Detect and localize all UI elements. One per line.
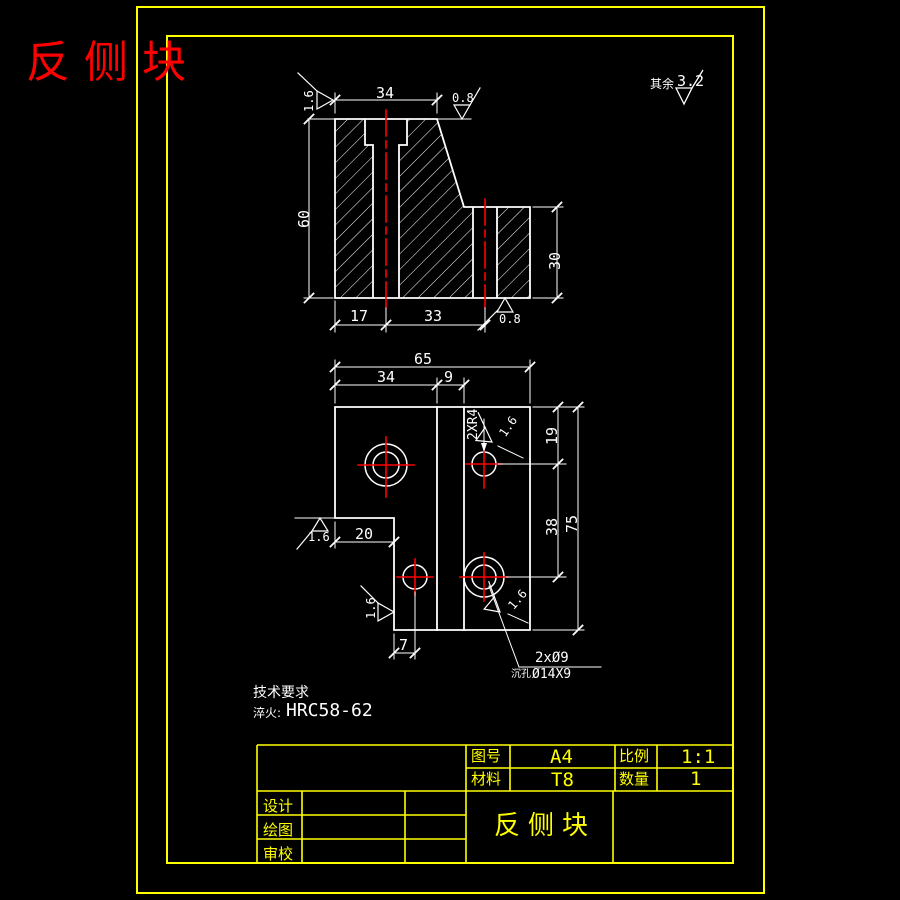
tech-req-prefix: 淬火: (253, 706, 282, 720)
dim-plan-left-width: 34 (377, 368, 396, 386)
dim-plan-hole-offset: 7 (399, 636, 409, 654)
plan-dim-lines (334, 359, 585, 660)
material-label: 材料 (471, 770, 502, 788)
dim-section-bottom-left: 17 (350, 307, 369, 325)
note-counterbore-prefix: 沉孔 (511, 669, 531, 680)
dim-plan-total-width: 65 (414, 350, 433, 368)
drawing-no-value: A4 (550, 746, 573, 768)
page-title: 反侧块 (26, 37, 200, 88)
material-value: T8 (551, 769, 574, 791)
note-radius-holes: 2XR4 (466, 408, 481, 440)
finish-section-top-left: 1.6 (302, 90, 316, 112)
part-name: 反侧块 (494, 811, 597, 841)
section-view (297, 72, 564, 333)
section-body-hatched (334, 118, 531, 299)
outer-frame (136, 6, 765, 894)
dim-section-top-width: 34 (376, 84, 395, 102)
note-counterbore-value: Ø14X9 (532, 667, 572, 682)
finish-left-edge: 1.6 (364, 597, 378, 619)
finish-step: 1.6 (308, 530, 330, 544)
plan-crosshairs (357, 436, 509, 602)
dim-section-bottom-right: 33 (424, 307, 443, 325)
dim-section-height: 60 (295, 209, 313, 228)
finish-section-bottom: 0.8 (499, 312, 521, 326)
general-finish-prefix: 其余 (650, 77, 675, 91)
quantity-value: 1 (690, 768, 702, 790)
tech-req-value: HRC58-62 (286, 700, 373, 721)
section-finish-symbols (297, 72, 515, 331)
dim-plan-mid-width: 9 (444, 368, 454, 386)
dim-plan-total-height: 75 (563, 514, 581, 533)
section-dim-ticks (303, 94, 563, 331)
dim-section-step-height: 30 (546, 251, 564, 270)
plan-view (294, 359, 602, 668)
scale-value: 1:1 (681, 746, 716, 768)
drawing-no-label: 图号 (471, 747, 502, 765)
scale-label: 比例 (619, 747, 650, 765)
dim-plan-hole-pitch: 38 (543, 517, 561, 536)
title-block-grid (256, 744, 733, 863)
inner-frame (166, 35, 734, 864)
finish-section-top-right: 0.8 (452, 91, 474, 105)
general-finish-value: 3.2 (677, 72, 705, 90)
section-centerlines (385, 109, 486, 309)
drafter-label: 绘图 (263, 821, 294, 839)
checker-label: 审校 (263, 845, 294, 863)
quantity-label: 数量 (619, 770, 650, 788)
plan-dim-ticks (329, 361, 584, 659)
dim-plan-step-width: 20 (355, 525, 374, 543)
note-holes: 2xØ9 (535, 650, 569, 666)
tech-req-heading: 技术要求 (253, 685, 309, 701)
general-finish-symbol (674, 69, 704, 106)
designer-label: 设计 (263, 797, 294, 815)
plan-finish-symbols (296, 412, 501, 623)
dim-plan-hole-top: 19 (543, 426, 561, 445)
